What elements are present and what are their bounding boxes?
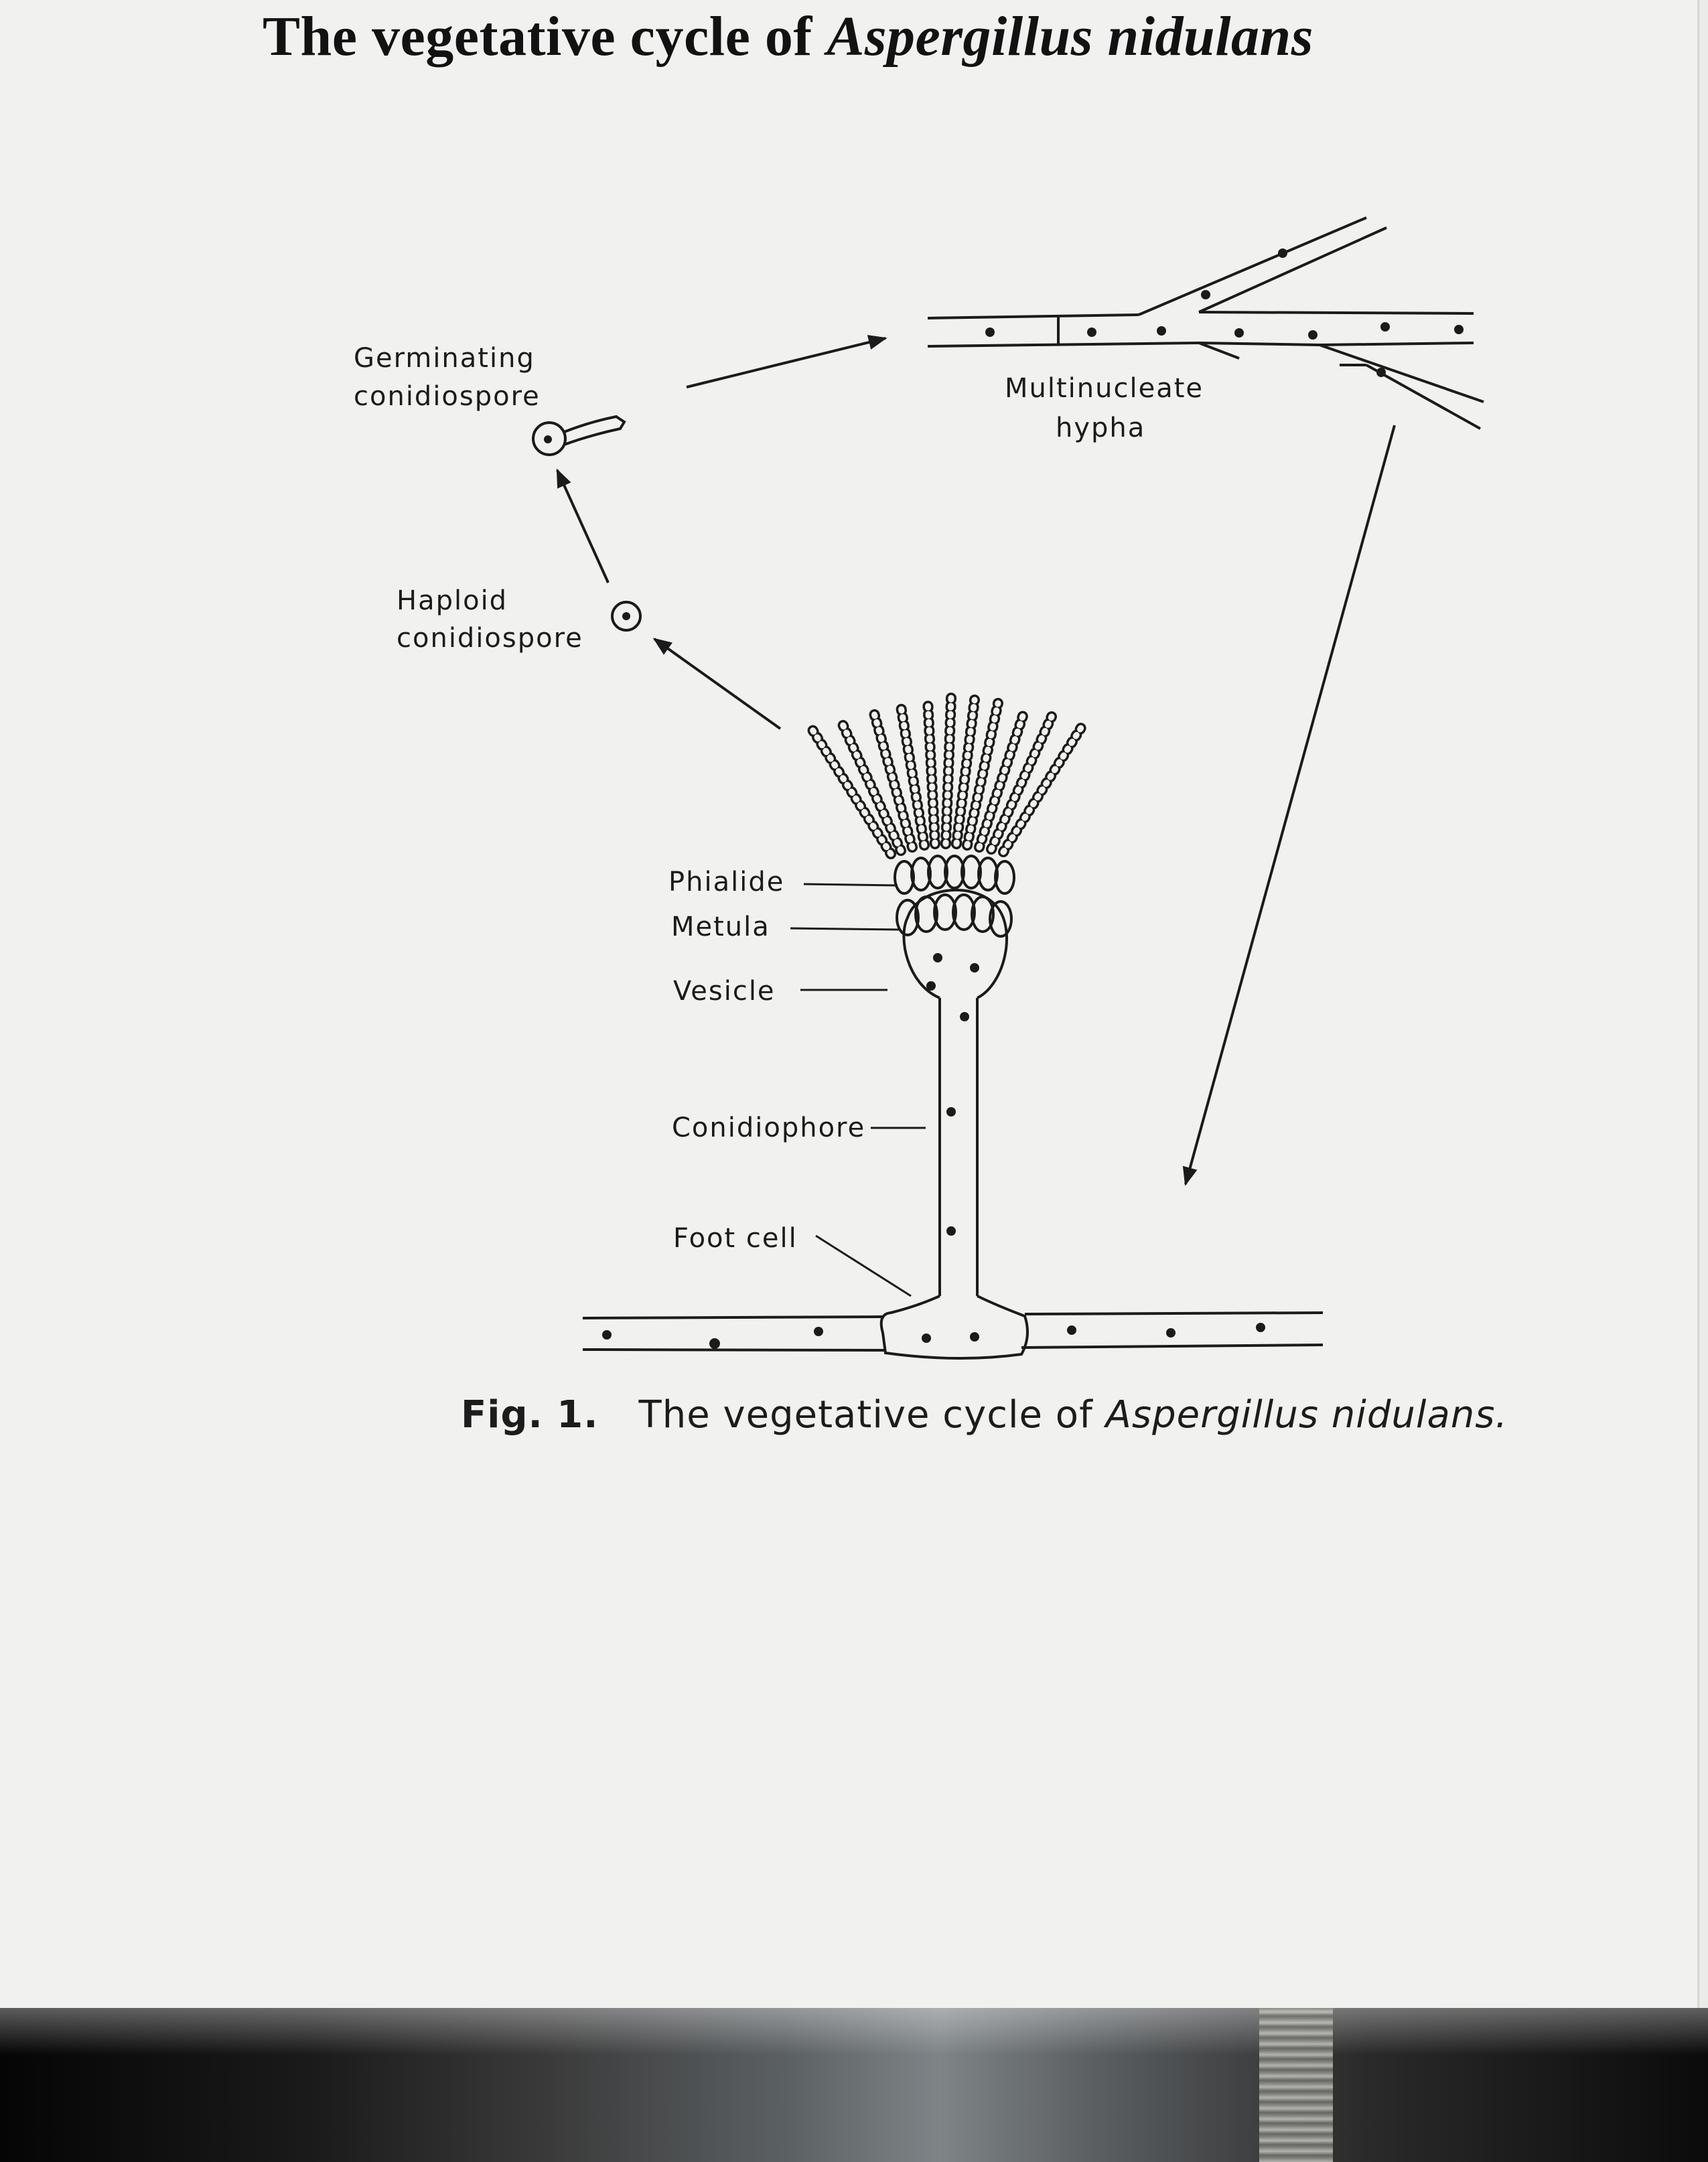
- scanner-edge: [0, 2008, 1708, 2162]
- multinucleate-hypha-label-1: Multinucleate: [1005, 373, 1204, 404]
- phialide-label: Phialide: [668, 867, 784, 897]
- arrow-spore-to-germinating: [556, 468, 610, 583]
- conidiophore-nuclei: [602, 953, 1265, 1349]
- arrow-hypha-to-foot: [1182, 425, 1396, 1186]
- haploid-conidiospore-label-2: conidiospore: [397, 623, 583, 654]
- caption-text: The vegetative cycle of: [638, 1393, 1106, 1437]
- haploid-conidiospore-label-1: Haploid: [397, 585, 508, 616]
- vegetative-cycle-diagram: Germinating conidiospore Multinucleate h…: [354, 216, 1484, 1360]
- germinating-conidiospore-label-1: Germinating: [354, 343, 535, 374]
- caption-species: Aspergillus nidulans.: [1105, 1393, 1508, 1437]
- page-title-species: Aspergillus nidulans: [827, 5, 1313, 68]
- conidiophore-structure: [582, 693, 1324, 1360]
- haploid-conidiospore: [611, 601, 642, 632]
- germinating-conidiospore: [532, 415, 626, 456]
- multinucleate-hypha-label-2: hypha: [1056, 413, 1145, 443]
- scanner-edge-shine: [0, 2008, 1708, 2055]
- arrow-conidiophore-to-spore: [652, 638, 782, 730]
- metula-label: Metula: [671, 912, 770, 942]
- figure-caption: Fig. 1. The vegetative cycle of Aspergill…: [461, 1393, 1508, 1437]
- hypha-nuclei: [985, 248, 1464, 377]
- figure-number: Fig. 1.: [461, 1393, 599, 1437]
- label-leaders: [790, 883, 926, 1297]
- arrow-spore-to-hypha: [686, 335, 887, 388]
- scanned-page: [1697, 0, 1699, 2008]
- vesicle-label: Vesicle: [673, 976, 776, 1007]
- conidiophore-label: Conidiophore: [672, 1112, 865, 1143]
- scanner-screw: [1259, 2008, 1333, 2162]
- page-title: The vegetative cycle of Aspergillus nidu…: [263, 4, 1313, 69]
- foot-cell-label: Foot cell: [673, 1223, 798, 1254]
- multinucleate-hypha: [927, 216, 1484, 430]
- page-title-prefix: The vegetative cycle of: [263, 5, 827, 68]
- germinating-conidiospore-label-2: conidiospore: [354, 381, 541, 412]
